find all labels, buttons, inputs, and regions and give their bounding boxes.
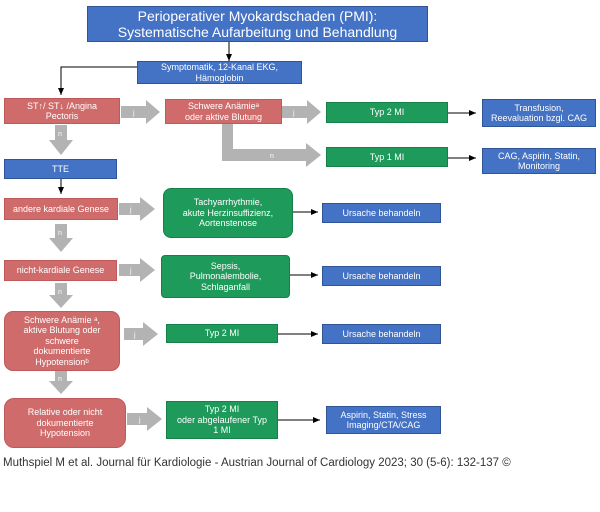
node-ursache-1: Ursache behandeln — [322, 203, 441, 223]
no-arrow-anemia1 — [222, 124, 321, 167]
node-typ1-mi: Typ 1 MI — [326, 147, 448, 167]
node-ursache-2: Ursache behandeln — [322, 266, 441, 286]
node-relative-hypotension: Relative oder nicht dokumentierte Hypote… — [4, 398, 126, 448]
yes-arrow-st — [121, 100, 160, 124]
citation-caption: Muthspiel M et al. Journal für Kardiolog… — [3, 457, 511, 469]
label-yes-kardiale: j — [129, 207, 132, 214]
node-transfusion: Transfusion, Reevaluation bzgl. CAG — [482, 99, 596, 127]
node-typ2-mi-top: Typ 2 MI — [326, 102, 448, 123]
yes-arrow-anemia1 — [282, 100, 321, 124]
label-no-kardiale: n — [58, 230, 62, 237]
node-st-angina: ST↑/ ST↓ /Angina Pectoris — [4, 98, 120, 124]
label-yes-st: j — [132, 110, 135, 117]
label-yes-anemia1: j — [292, 110, 295, 117]
yes-arrows — [49, 100, 321, 431]
label-yes-nicht-kardiale: j — [129, 268, 132, 275]
yes-arrow-kardiale — [119, 197, 155, 221]
node-symptomatik: Symptomatik, 12-Kanal EKG, Hämoglobin — [137, 61, 302, 84]
node-typ2-or-typ1: Typ 2 MI oder abgelaufener Typ 1 MI — [166, 401, 278, 439]
flowchart-connectors: j j j j j j n n n n n — [49, 42, 476, 431]
label-no-anemia2: n — [58, 376, 62, 383]
label-no-anemia1: n — [270, 153, 274, 160]
no-arrow-kardiale — [49, 224, 73, 252]
node-cag-aspirin: CAG, Aspirin, Statin, Monitoring — [482, 148, 596, 174]
label-no-nicht-kardiale: n — [58, 289, 62, 296]
arrow-symptomatik-to-st — [58, 66, 137, 95]
node-ursache-3: Ursache behandeln — [322, 324, 441, 344]
yes-arrow-anemia2 — [124, 322, 158, 346]
label-no-st: n — [58, 131, 62, 138]
yes-arrow-nicht-kardiale — [119, 258, 155, 282]
node-kardiale-genese: andere kardiale Genese — [4, 198, 118, 220]
node-nicht-kardiale-genese: nicht-kardiale Genese — [4, 260, 117, 281]
node-tte: TTE — [4, 159, 117, 179]
node-typ2-mi-mid: Typ 2 MI — [166, 324, 278, 343]
yes-arrow-relative — [127, 407, 162, 431]
node-aspirin-imaging: Aspirin, Statin, Stress Imaging/CTA/CAG — [326, 406, 441, 434]
no-arrow-anemia2 — [49, 370, 73, 394]
node-sepsis: Sepsis, Pulmonalembolie, Schlaganfall — [161, 255, 290, 298]
node-anemia-hypotension: Schwere Anämie ᵃ, aktive Blutung oder sc… — [4, 311, 120, 371]
diagram-title: Perioperativer Myokardschaden (PMI): Sys… — [87, 6, 428, 42]
no-arrow-nicht-kardiale — [49, 283, 73, 308]
no-arrow-st — [49, 125, 73, 155]
node-anemia-bleeding: Schwere Anämieᵃ oder aktive Blutung — [165, 99, 282, 124]
node-tachyarrhythmie: Tachyarrhythmie, akute Herzinsuffizienz,… — [163, 188, 293, 238]
label-yes-anemia2: j — [133, 332, 136, 339]
label-yes-relative: j — [138, 417, 141, 424]
